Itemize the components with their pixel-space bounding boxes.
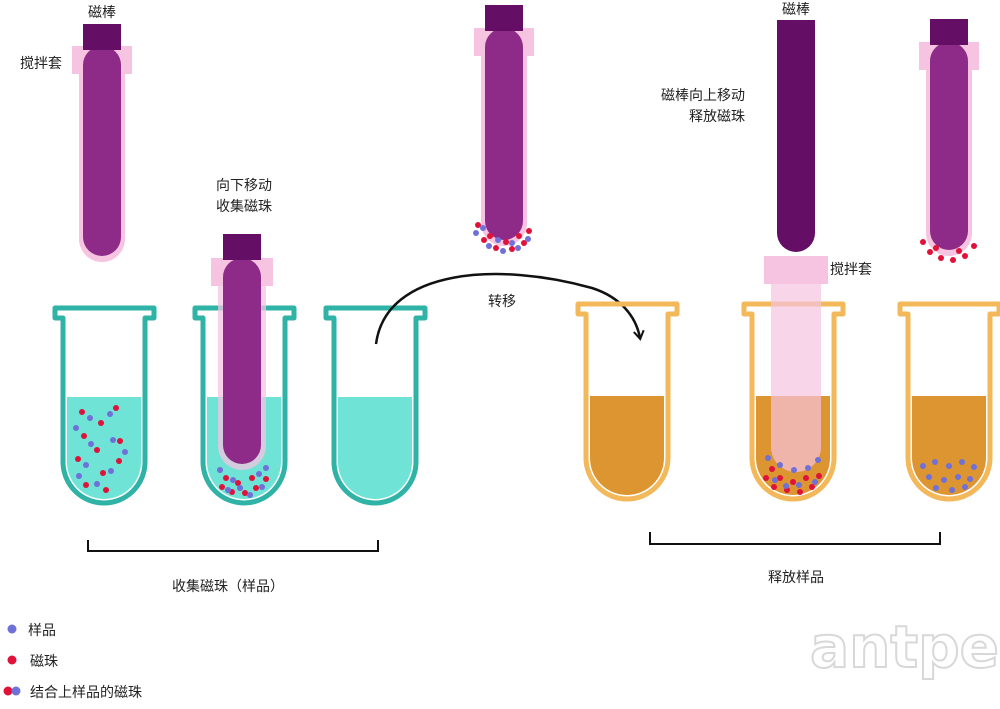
magnetic-rod bbox=[83, 46, 121, 256]
legend-bead-label: 磁珠 bbox=[30, 654, 58, 670]
liquid bbox=[590, 396, 664, 495]
magnetic-rod bbox=[777, 20, 815, 252]
bound-beads-bottom bbox=[217, 465, 269, 498]
legend-bound-label: 结合上样品的磁珠 bbox=[30, 685, 142, 701]
magnetic-rod bbox=[485, 28, 523, 240]
label-rod-up-line1: 磁棒向上移动 bbox=[661, 88, 745, 104]
release-bracket bbox=[649, 532, 941, 545]
free-particles bbox=[73, 405, 128, 493]
liquid bbox=[338, 397, 412, 499]
legend-bound-bead-icon bbox=[3, 686, 13, 696]
magnetic-rod-cap bbox=[223, 234, 261, 260]
rod-assembly-5 bbox=[919, 19, 979, 263]
label-move-down-line2: 收集磁珠 bbox=[216, 198, 272, 215]
rod-assembly-1 bbox=[72, 24, 132, 262]
legend-sample-label: 样品 bbox=[28, 623, 56, 639]
caption-release: 释放样品 bbox=[768, 570, 824, 586]
legend-sample-icon bbox=[7, 624, 17, 634]
magnetic-rod-cap bbox=[485, 5, 523, 31]
tube-orange-1 bbox=[575, 301, 680, 502]
sleeve-flange bbox=[764, 256, 828, 284]
beads-on-sleeve bbox=[920, 239, 977, 263]
label-move-down-line1: 向下移动 bbox=[216, 178, 272, 194]
magnetic-rod-top bbox=[777, 20, 815, 44]
released-beads-tube-orange-2 bbox=[763, 455, 822, 495]
label-rod-2: 磁棒 bbox=[782, 2, 810, 18]
legend-bound-sample-icon bbox=[11, 686, 21, 696]
transfer-arrow bbox=[374, 272, 645, 345]
liquid bbox=[67, 397, 141, 499]
label-sleeve-2: 搅拌套 bbox=[830, 262, 872, 278]
label-transfer: 转移 bbox=[488, 294, 516, 310]
collect-bracket bbox=[87, 540, 379, 552]
tube-teal-1 bbox=[52, 305, 157, 506]
tube-teal-3 bbox=[323, 305, 428, 506]
tube-orange-3 bbox=[897, 301, 1000, 502]
magnetic-rod-cap bbox=[83, 24, 121, 50]
label-rod-1: 磁棒 bbox=[88, 5, 116, 21]
rod-assembly-3 bbox=[473, 5, 534, 254]
magnetic-rod bbox=[223, 258, 261, 464]
magnetic-rod-cap bbox=[930, 19, 968, 45]
caption-collect: 收集磁珠（样品） bbox=[172, 578, 284, 595]
liquid bbox=[912, 396, 986, 495]
rod-assembly-4 bbox=[764, 20, 828, 472]
legend-bead-icon bbox=[7, 655, 17, 665]
watermark-logo: antpedia bbox=[810, 613, 1000, 681]
magnetic-rod bbox=[930, 42, 968, 250]
legend: 样品 磁珠 结合上样品的磁珠 bbox=[3, 623, 142, 701]
sample-molecules bbox=[920, 459, 977, 493]
label-rod-up-line2: 释放磁珠 bbox=[689, 109, 745, 125]
bound-beads-on-rod bbox=[473, 222, 532, 254]
label-sleeve-1: 搅拌套 bbox=[20, 56, 62, 72]
stirring-sleeve bbox=[771, 256, 821, 472]
rod-assembly-2 bbox=[211, 234, 273, 470]
